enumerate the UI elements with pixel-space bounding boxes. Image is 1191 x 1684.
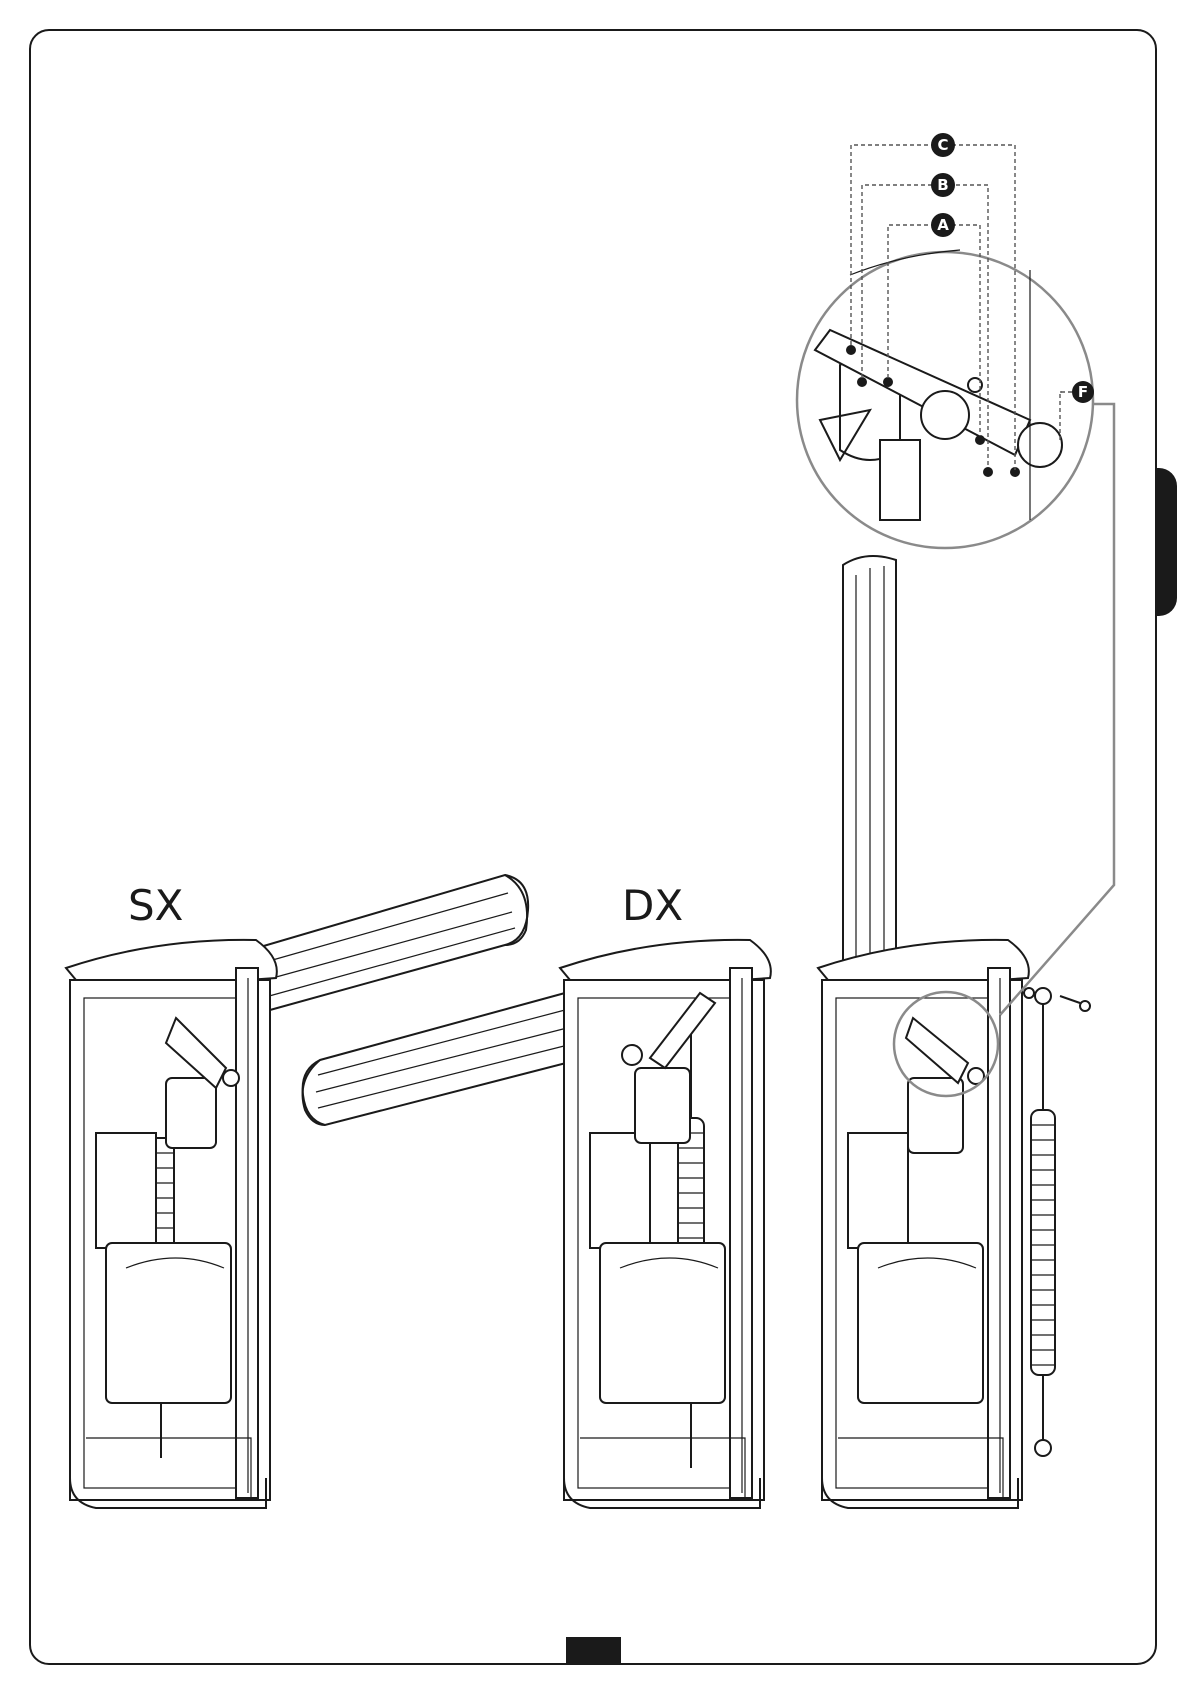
svg-text:A: A (937, 216, 949, 234)
balancing-spring-detached (1024, 988, 1090, 1456)
barrier-cabinet-sx (66, 940, 277, 1508)
label-dx: DX (622, 881, 683, 930)
boom-arm-sx (250, 875, 528, 1010)
barrier-cabinet-dx (560, 940, 771, 1508)
callout-a: A (931, 213, 955, 237)
svg-text:B: B (937, 176, 948, 194)
boom-arm-vertical (843, 556, 896, 960)
svg-text:C: C (937, 136, 948, 154)
callout-b: B (931, 173, 955, 197)
callout-c: C (931, 133, 955, 157)
callout-f: F (1072, 381, 1094, 403)
barrier-cabinet-vertical (818, 940, 1029, 1508)
svg-text:F: F (1078, 383, 1088, 401)
boom-arm-dx (303, 993, 570, 1125)
label-sx: SX (128, 881, 183, 930)
